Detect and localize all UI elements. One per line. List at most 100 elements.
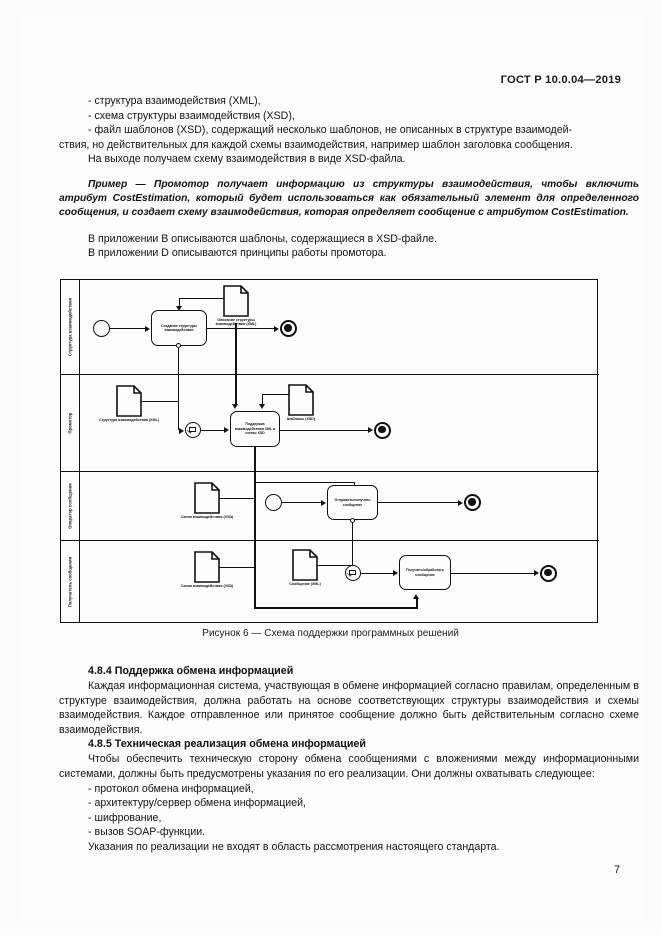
lane-body-1: Создание структуры взаимодействия Описан… [80, 280, 599, 375]
heading-4-8-5: 4.8.5 Техническая реализация обмена инфо… [88, 738, 366, 751]
assoc-doc5-h [317, 565, 353, 567]
example-paragraph: Пример — Промотор получает информацию из… [59, 178, 639, 219]
connector-loop-up [416, 599, 418, 608]
bpmn-figure: Структура взаимодействия Создание структ… [60, 279, 599, 623]
task-create-structure: Создание структуры взаимодействия [151, 310, 207, 346]
paragraph-appendix-d: В приложении D описываются принципы рабо… [88, 247, 387, 260]
flow-msg-to-task2 [201, 429, 225, 431]
connector-into-task2 [235, 375, 237, 405]
lane-header-2: Промотор [61, 375, 80, 471]
document-label-6: Схема взаимодействия (XSD) [180, 584, 234, 588]
bullet-encryption: - шифрование, [88, 811, 162, 824]
flow-arrow-5 [368, 427, 373, 434]
assoc-doc1-v [179, 298, 181, 308]
assoc-doc1-arrow [175, 306, 182, 311]
document-label-5: Сообщение (XML) [289, 582, 321, 586]
standard-header: ГОСТ Р 10.0.04—2019 [500, 74, 621, 86]
assoc-doc2-h [141, 401, 178, 403]
lane-body-3: Схема взаимодействия (XSD) Отправить/пол… [80, 472, 599, 541]
bottom-text-block: 4.8.4 Поддержка обмена информацией Кажда… [59, 664, 639, 855]
flow-arrow-2 [274, 325, 279, 332]
flow-task2-to-end [280, 429, 369, 431]
assoc-lane3-h [254, 482, 355, 484]
bpmn-pool: Структура взаимодействия Создание структ… [60, 279, 599, 623]
page-content-area: ГОСТ Р 10.0.04—2019 - структура взаимоде… [19, 16, 642, 919]
assoc-doc3-v [262, 394, 264, 405]
flow-arrow-1 [145, 325, 150, 332]
lane-body-2: Структура взаимодействия (XML) Поддержка… [80, 375, 599, 472]
paragraph-output: На выходе получаем схему взаимодействия … [88, 153, 406, 166]
flow-arrow-4 [224, 427, 229, 434]
task-label-2: Поддержка взаимодействия XML и схемы XSD [234, 422, 276, 436]
connector-through-lane3 [254, 472, 256, 541]
connector-task1-down [177, 348, 180, 375]
flow-arrow-6 [321, 499, 326, 506]
connector-into-msg2 [351, 541, 354, 565]
heading-4-8-4: 4.8.4 Поддержка обмена информацией [88, 665, 294, 677]
document-message: Сообщение (XML) [289, 549, 321, 586]
document-sheet-icon-1 [223, 285, 249, 317]
top-text-block: - структура взаимодействия (XML), - схем… [59, 94, 639, 261]
lane-header-4: Получатель сообщения [61, 541, 80, 622]
lane-message-receiver: Получатель сообщения Схема взаимодействи… [61, 541, 599, 622]
task-support-xml-xsd: Поддержка взаимодействия XML и схемы XSD [230, 411, 280, 447]
flow-msg2-to-task4 [361, 572, 394, 574]
flow-task1-to-end [207, 327, 275, 330]
assoc-doc6-h [219, 567, 255, 569]
connector-loop-v [254, 541, 256, 608]
lane-body-4: Схема взаимодействия (XSD) [80, 541, 599, 622]
flow-start-to-task1 [110, 327, 146, 330]
document-sheet-icon-3 [288, 384, 314, 416]
end-event-4 [540, 564, 557, 582]
bullet-xsd: - схема структуры взаимодействия (XSD), [88, 109, 295, 122]
lane-interaction-structure: Структура взаимодействия Создание структ… [61, 280, 599, 375]
assoc-arrow-task2-top [232, 404, 238, 409]
flow-arrow-8 [393, 570, 398, 577]
document-label-1: Описание структуры взаимодействия (XML) [215, 318, 257, 327]
document-sheet-icon-4 [194, 482, 220, 514]
assoc-doc3-arrow [258, 404, 265, 409]
bullet-soap: - вызов SOAP-функции. [88, 826, 206, 839]
task-label-3: Отправить/получить сообщение [334, 498, 371, 507]
page-number: 7 [614, 864, 620, 876]
document-interaction-schema-1: Схема взаимодействия (XSD) [181, 482, 233, 519]
lane-message-operator: Оператор сообщения [61, 472, 599, 541]
bullet-templates: - файл шаблонов (XSD), содержащий нескол… [88, 124, 573, 137]
flow-task4-to-end [451, 572, 535, 574]
bullet-architecture: - архитектуру/сервер обмена информацией, [88, 797, 306, 810]
start-event-1 [93, 320, 110, 337]
task-label-4: Получить/обработать сообщение [406, 568, 444, 577]
intermediate-message-event-1 [185, 422, 201, 438]
document-sheet-icon-2 [116, 385, 142, 417]
connector-task3-down [351, 522, 354, 541]
connector-doc1-down [235, 323, 237, 375]
document-interaction-schema-2: Схема взаимодействия (XSD) [181, 551, 233, 588]
document-sheet-icon-5 [194, 551, 220, 583]
flow-start2-to-task3 [282, 501, 323, 504]
task-define-message: Отправить/получить сообщение [327, 485, 378, 520]
assoc-doc4-h [219, 498, 255, 500]
intermediate-message-event-2 [345, 565, 361, 581]
flow-task3-to-end [378, 501, 459, 504]
connector-task2-down [254, 447, 256, 472]
lane-label-1: Структура взаимодействия [67, 297, 73, 357]
connector-loop-h [254, 607, 418, 609]
connector-loop-arrow [413, 594, 419, 599]
paragraph-4-8-4: Каждая информационная система, участвующ… [59, 680, 639, 736]
start-event-2 [265, 494, 282, 511]
assoc-dot-task3 [350, 517, 355, 523]
bullet-templates-cont: ствия, но действительных для каждой схем… [59, 138, 573, 151]
document-label-3: Шаблоны (XSD) [286, 417, 316, 421]
end-event-1 [280, 320, 297, 337]
task-receive-process-message: Получить/обработать сообщение [399, 555, 451, 590]
end-event-2 [374, 421, 391, 439]
end-event-3 [464, 494, 481, 511]
document-label-4: Схема взаимодействия (XSD) [180, 515, 234, 519]
task-label-1: Создание структуры взаимодействия [161, 323, 197, 332]
paragraph-4-8-5: Чтобы обеспечить техническую сторону обм… [59, 753, 639, 780]
flow-arrow-3 [179, 427, 184, 434]
document-label-2: Структура взаимодействия (XML) [99, 418, 159, 422]
lane-header-3: Оператор сообщения [61, 472, 80, 540]
figure-caption: Рисунок 6 — Схема поддержки программных … [202, 628, 459, 639]
